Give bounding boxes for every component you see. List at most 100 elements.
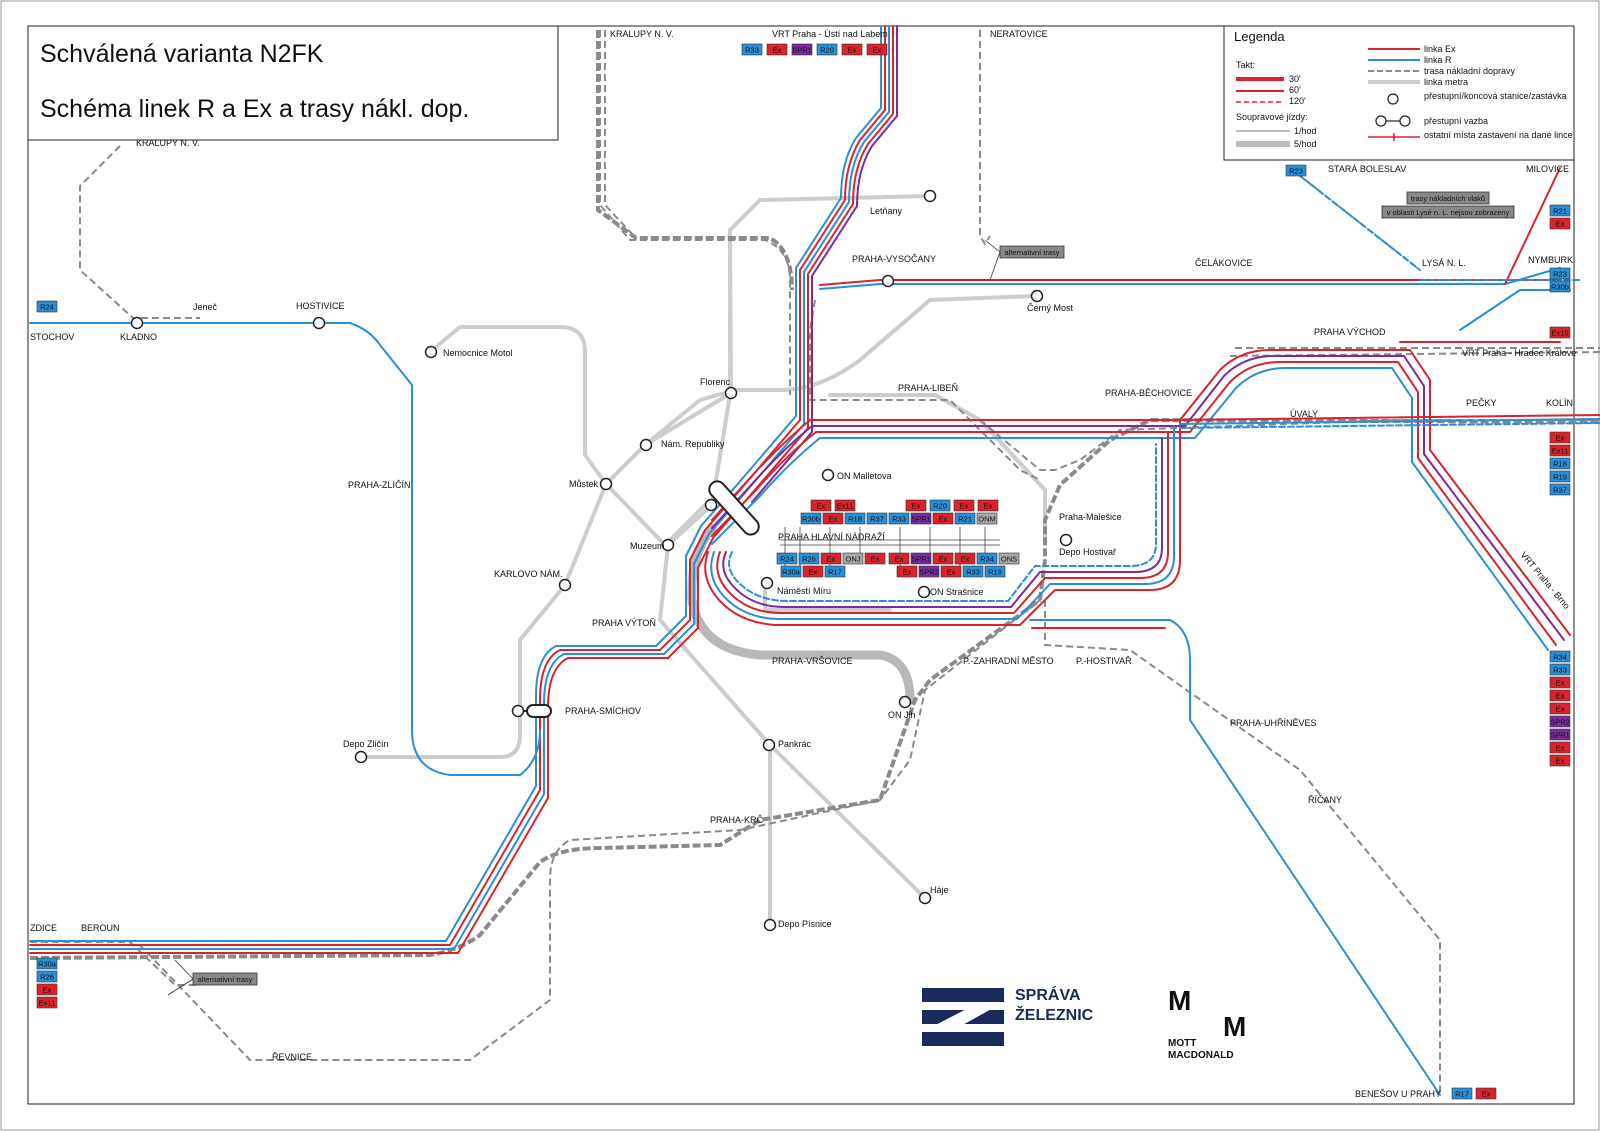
- legend-item-station: přestupní/koncová stanice/zastávka: [1424, 91, 1567, 101]
- station-jenec: Jeneč: [193, 302, 218, 312]
- station-zdice: ZDICE: [30, 923, 57, 933]
- station-vrt-hradec: VRT Praha - Hradec Králové: [1462, 348, 1576, 358]
- line-tag-label: Ex: [939, 555, 948, 564]
- station-nam-republiky-marker: [639, 438, 653, 452]
- line-tag-label: Ex: [1556, 679, 1565, 688]
- station-praha-hl-n-marker: [704, 498, 718, 512]
- line-tag-label: Ex: [912, 502, 921, 511]
- line-tag-label: ONS: [1001, 555, 1017, 564]
- line-tag-spr1: SPR1: [791, 43, 813, 56]
- line-tag-label: Ex11: [837, 502, 854, 511]
- station-letnany-marker: [923, 189, 937, 203]
- title-line1: Schválená varianta N2FK: [40, 40, 324, 68]
- station-praha-vysocany-marker: [881, 274, 895, 288]
- line-tag-ex10: Ex10: [1549, 326, 1571, 339]
- station-kolin: KOLÍN: [1546, 398, 1573, 408]
- mm-line1: MOTT: [1168, 1038, 1196, 1049]
- line-tag-label: R34: [980, 555, 994, 564]
- sz-line1: SPRÁVA: [1015, 985, 1081, 1004]
- line-tag-ex: Ex: [36, 983, 58, 996]
- sprava-zeleznic-logo: SPRÁVA ŽELEZNIC: [922, 985, 1094, 1046]
- station-karlovo-nam-marker: [558, 578, 572, 592]
- line-tag-r37: R37: [1549, 483, 1571, 496]
- line-tag-ex: Ex: [896, 565, 918, 578]
- legend-souprav-5: 5/hod: [1294, 139, 1317, 149]
- line-tag-label: R30b: [1551, 283, 1569, 292]
- line-tag-spr2: SPR2: [1549, 715, 1571, 728]
- station-pankrac: Pankrác: [778, 739, 812, 749]
- line-tag-label: R37: [1553, 486, 1567, 495]
- hlavni-nadrazi-platform: [708, 480, 760, 536]
- alt-routes-note-north: alternativní trasy: [984, 239, 1065, 281]
- line-tag-r33: R33: [888, 512, 910, 525]
- line-tag-label: R23: [1289, 167, 1303, 176]
- line-tag-r21: R21: [954, 512, 976, 525]
- line-tag-label: SPR1: [1550, 731, 1570, 740]
- station-stochov: STOCHOV: [30, 332, 74, 342]
- station-ricany: ŘÍČANY: [1308, 795, 1342, 805]
- line-tag-r30b: R30b: [800, 512, 822, 525]
- station-beroun: BEROUN: [81, 923, 120, 933]
- line-tag-label: R30a: [38, 960, 57, 969]
- line-tag-r19: R19: [984, 565, 1006, 578]
- line-tag-label: Ex: [827, 555, 836, 564]
- station-depo-hostivar-marker: [1059, 533, 1073, 547]
- line-tag-r33: R33: [962, 565, 984, 578]
- line-tag-r23: R23: [1549, 267, 1571, 280]
- line-tag-label: Ex10: [1551, 329, 1568, 338]
- station-mustek: Můstek: [569, 479, 599, 489]
- line-tag-ex: Ex: [1475, 1087, 1497, 1100]
- line-tag-label: R18: [1553, 460, 1567, 469]
- station-on-jih-marker: [898, 695, 912, 709]
- line-tag-label: R33: [966, 568, 980, 577]
- line-tag-r26: R26: [798, 552, 820, 565]
- station-benesov: BENEŠOV U PRAHY: [1355, 1089, 1441, 1099]
- line-tag-label: Ex: [1556, 757, 1565, 766]
- station-kladno: KLADNO: [120, 332, 157, 342]
- station-p-zahradni-mesto: P.-ZAHRADNÍ MĚSTO: [963, 656, 1054, 666]
- station-letnany: Letňany: [870, 206, 903, 216]
- line-tag-label: Ex: [895, 555, 904, 564]
- station-praha-vyton: PRAHA VÝTOŇ: [592, 618, 656, 628]
- station-florenc-marker: [724, 386, 738, 400]
- line-tag-r30a: R30a: [780, 565, 802, 578]
- line-tag-label: R33: [1553, 666, 1567, 675]
- line-tag-r33: R33: [1549, 663, 1571, 676]
- line-tag-label: Ex: [829, 515, 838, 524]
- line-tag-ex: Ex: [766, 43, 788, 56]
- station-on-strasnice: ON Strašnice: [930, 587, 984, 597]
- station-haje-marker: [918, 891, 932, 905]
- station-kralupy-nv-top: KRALUPY N. V.: [610, 29, 674, 39]
- line-tag-ex: Ex: [1549, 676, 1571, 689]
- line-tag-ex: Ex: [802, 565, 824, 578]
- line-tag-label: SPR1: [911, 555, 931, 564]
- line-tag-ex: Ex: [1549, 689, 1571, 702]
- line-tag-ex: Ex: [1549, 217, 1571, 230]
- mm-line2: MACDONALD: [1168, 1050, 1234, 1061]
- line-tag-label: Ex: [960, 502, 969, 511]
- line-tag-ex: Ex: [888, 552, 910, 565]
- freight-trunk: [29, 30, 1600, 960]
- legend-item-transfer: přestupní vazba: [1424, 116, 1488, 126]
- sz-line2: ŽELEZNIC: [1015, 1005, 1094, 1024]
- line-tag-label: R37: [870, 515, 884, 524]
- line-tag-ex: Ex: [1549, 431, 1571, 444]
- station-depo-hostivar: Depo Hostivař: [1059, 547, 1117, 557]
- station-mustek-marker: [599, 477, 613, 491]
- line-tag-label: R19: [1553, 473, 1567, 482]
- station-depo-zlicin: Depo Zličín: [343, 739, 389, 749]
- station-nam-republiky: Nám. Republiky: [661, 439, 725, 449]
- svg-text:alternativní trasy: alternativní trasy: [197, 975, 252, 984]
- line-tag-label: Ex: [848, 46, 857, 55]
- line-tag-label: Ex: [984, 502, 993, 511]
- station-revnice: ŘEVNICE: [272, 1052, 312, 1062]
- line-tag-label: ONJ: [846, 555, 861, 564]
- line-tag-label: R26: [40, 973, 54, 982]
- line-tag-ex: Ex: [866, 43, 888, 56]
- station-cerny-most-marker: [1030, 289, 1044, 303]
- mm-letter-2: M: [1223, 1011, 1246, 1042]
- station-pankrac-marker: [762, 738, 776, 752]
- line-tag-r30a: R30a: [36, 957, 58, 970]
- station-depo-pisnice-marker: [763, 918, 777, 932]
- line-tag-label: R18: [848, 515, 862, 524]
